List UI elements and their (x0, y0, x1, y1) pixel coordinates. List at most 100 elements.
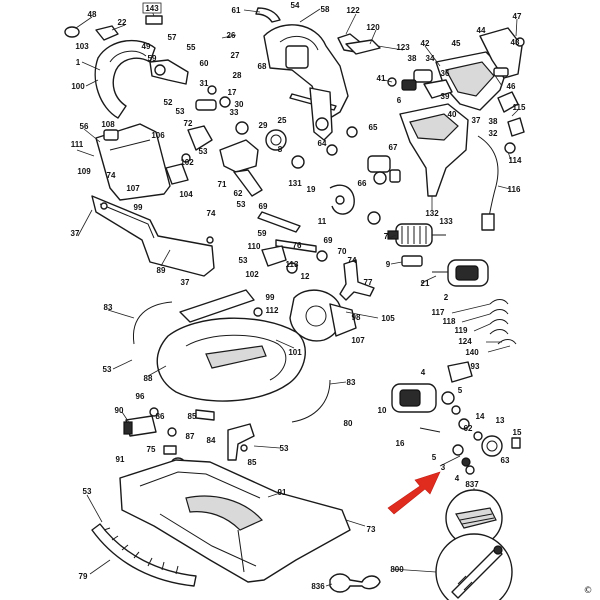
cap-48 (64, 26, 80, 38)
part-number-label: 89 (157, 266, 166, 275)
part-number-label: 74 (107, 171, 116, 180)
part-22 (95, 25, 119, 41)
bracket-108 (103, 129, 119, 141)
part-number-label: 66 (358, 179, 367, 188)
part-number-label: 52 (164, 98, 173, 107)
part-number-label: 64 (318, 139, 327, 148)
part-number-label: 110 (248, 242, 261, 251)
part-number-label: 4 (421, 368, 426, 377)
part-number-label: 54 (291, 1, 300, 10)
part-number-label: 8 (278, 145, 283, 154)
part-number-label: 88 (144, 374, 153, 383)
part-number-label: 108 (101, 120, 115, 129)
blade-segment-61 (255, 7, 281, 23)
part-number-label: 70 (338, 247, 347, 256)
gearbox-assembly (391, 361, 521, 475)
part-number-label: 37 (472, 116, 481, 125)
part-number-label: 113 (286, 260, 299, 269)
copyright-mark: © (584, 586, 593, 596)
part-number-label: 75 (147, 445, 156, 454)
part-number-label: 98 (352, 313, 361, 322)
part-number-label: 96 (136, 392, 145, 401)
spring-set (489, 299, 517, 345)
part-number-label: 53 (83, 487, 92, 496)
part-number-label: 56 (80, 122, 89, 131)
part-number-label: 132 (425, 209, 439, 218)
part-number-label: 91 (278, 488, 287, 497)
part-number-label: 77 (364, 278, 373, 287)
inset-800 (435, 533, 513, 600)
part-number-label: 100 (71, 82, 85, 91)
part-number-label: 38 (408, 54, 417, 63)
part-number-label: 9 (386, 260, 391, 269)
parts-artwork (64, 7, 525, 600)
part-number-label: 12 (301, 272, 310, 281)
part-number-label: 53 (280, 444, 289, 453)
part-number-label: 107 (126, 184, 140, 193)
part-number-label: 118 (443, 317, 456, 326)
part-number-label: 76 (293, 241, 302, 250)
part-number-label: 29 (259, 121, 268, 130)
part-number-label: 28 (233, 71, 242, 80)
part-number-label: 63 (501, 456, 510, 465)
part-number-label: 83 (347, 378, 356, 387)
miter-scale-79 (91, 523, 197, 587)
miter-lever (227, 423, 255, 461)
part-number-label: 74 (207, 209, 216, 218)
part-number-label: 41 (377, 74, 386, 83)
part-number-label: 90 (115, 406, 124, 415)
part-number-label: 114 (509, 156, 522, 165)
part-number-label: 33 (230, 108, 239, 117)
part-143 (145, 15, 163, 25)
part-number-label: 13 (496, 416, 505, 425)
part-number-label: 39 (441, 92, 450, 101)
part-number-label: 72 (184, 119, 193, 128)
part-number-label: 53 (237, 200, 246, 209)
part-number-label: 99 (266, 293, 275, 302)
armature-7 (387, 223, 446, 247)
handle-grip-right (479, 27, 523, 79)
motor-field-2 (432, 259, 489, 287)
part-number-label: 60 (200, 59, 209, 68)
stop-arc-left (132, 301, 173, 345)
part-number-label: 102 (245, 270, 259, 279)
throat-plate (179, 289, 255, 323)
part-number-label: 57 (168, 33, 177, 42)
part-number-label: 115 (513, 103, 526, 112)
part-number-label: 116 (508, 185, 521, 194)
part-number-label: 22 (118, 18, 127, 27)
part-number-label: 58 (321, 5, 330, 14)
part-number-label: 83 (104, 303, 113, 312)
part-number-label: 117 (432, 308, 445, 317)
part-number-label: 91 (116, 455, 125, 464)
part-number-label: 46 (507, 82, 516, 91)
part-number-label: 69 (324, 236, 333, 245)
part-number-label: 836 (311, 582, 325, 591)
upper-arm-housing (263, 24, 349, 119)
highlight-arrow (387, 471, 441, 515)
part-number-label: 21 (421, 279, 430, 288)
part-number-label: 11 (318, 217, 327, 226)
part-number-label: 44 (477, 26, 486, 35)
part-number-label: 837 (465, 480, 479, 489)
part-number-label: 111 (71, 140, 84, 149)
part-number-label: 10 (378, 406, 387, 415)
part-number-label: 31 (200, 79, 209, 88)
part-number-label: 65 (369, 123, 378, 132)
bevel-knob (339, 259, 375, 301)
part-number-label: 43 (511, 38, 520, 47)
part-number-label: 71 (218, 180, 227, 189)
part-number-label: 80 (344, 419, 353, 428)
part-number-label: 53 (103, 365, 112, 374)
part-number-label: 6 (397, 96, 402, 105)
part-number-label: 133 (439, 217, 453, 226)
part-number-label: 7 (384, 232, 389, 241)
part-number-label: 53 (176, 107, 185, 116)
part-number-label: 105 (381, 314, 395, 323)
part-number-label: 53 (239, 256, 248, 265)
part-number-label: 74 (348, 256, 357, 265)
part-number-label: 25 (278, 116, 287, 125)
part-number-label: 123 (396, 43, 410, 52)
